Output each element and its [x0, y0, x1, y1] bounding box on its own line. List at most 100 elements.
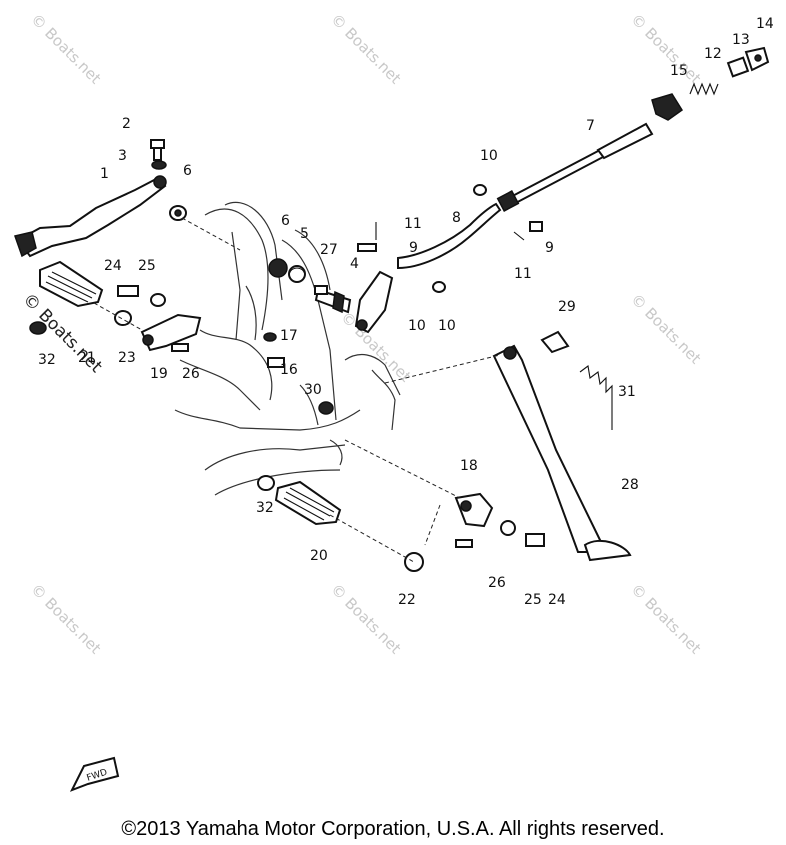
part-bolt-24b	[525, 533, 545, 547]
callout-22: 22	[398, 592, 416, 608]
callout-11: 11	[514, 266, 532, 282]
callout-26: 26	[182, 366, 200, 382]
copyright-notice: ©2013 Yamaha Motor Corporation, U.S.A. A…	[121, 818, 665, 840]
callout-3: 3	[118, 148, 127, 164]
callout-19: 19	[150, 366, 168, 382]
part-bracket-19	[140, 313, 202, 352]
part-bolt-17	[263, 332, 277, 342]
part-nut-10a	[473, 184, 487, 196]
assembly-lines	[93, 217, 501, 563]
callout-29: 29	[558, 299, 576, 315]
part-footrest-21	[39, 260, 104, 308]
watermark: © Boats.net	[627, 580, 705, 658]
svg-text:© Boats.net: © Boats.net	[627, 290, 705, 368]
callout-17: 17	[280, 328, 298, 344]
callout-7: 7	[586, 118, 595, 134]
callout-2: 2	[122, 116, 131, 132]
watermark: © Boats.net	[627, 10, 705, 88]
callout-9: 9	[545, 240, 554, 256]
callout-23: 23	[118, 350, 136, 366]
part-joint-15	[651, 93, 684, 121]
callout-15: 15	[670, 63, 688, 79]
callout-9: 9	[409, 240, 418, 256]
callout-32: 32	[256, 500, 274, 516]
part-rod-7	[496, 122, 654, 212]
watermark: © Boats.net	[27, 10, 105, 88]
part-spring-31	[579, 365, 613, 430]
callout-1: 1	[100, 166, 109, 182]
callout-32: 32	[38, 352, 56, 368]
callout-18: 18	[460, 458, 478, 474]
callout-27: 27	[320, 242, 338, 258]
watermark-layer: © Boats.net © Boats.net © Boats.net © Boats…	[18, 10, 704, 658]
part-bolt-27	[314, 285, 328, 295]
callout-5: 5	[300, 226, 309, 242]
part-link-rod-8	[397, 202, 502, 270]
part-spring-12	[689, 82, 719, 96]
svg-text:© Boats.net: © Boats.net	[27, 10, 105, 88]
frame-outline	[174, 201, 401, 496]
watermark: © Boats.net	[27, 580, 105, 658]
callout-21: 21	[78, 350, 96, 366]
watermark: © Boats.net	[327, 10, 405, 88]
callout-24: 24	[104, 258, 122, 274]
callout-10: 10	[480, 148, 498, 164]
callout-10: 10	[408, 318, 426, 334]
part-bolt-32a	[29, 321, 47, 335]
part-washer-25a	[150, 293, 166, 307]
callout-20: 20	[310, 548, 328, 564]
part-footrest-20	[274, 480, 342, 526]
part-sidestand-28	[492, 344, 632, 562]
part-collar-6b	[268, 258, 288, 278]
part-bolt-16	[267, 357, 285, 368]
part-pin-11b	[513, 231, 525, 241]
callout-28: 28	[621, 477, 639, 493]
part-collar-6a	[169, 205, 187, 221]
callout-16: 16	[280, 362, 298, 378]
callout-25: 25	[138, 258, 156, 274]
part-nut-30	[318, 401, 334, 415]
callout-24: 24	[548, 592, 566, 608]
callout-6: 6	[183, 163, 192, 179]
part-bracket-18	[454, 492, 494, 528]
callout-13: 13	[732, 32, 750, 48]
part-bolt-26b	[455, 539, 473, 548]
svg-text:© Boats.net: © Boats.net	[627, 10, 705, 88]
part-collar-22	[404, 552, 424, 572]
part-washer-3	[151, 160, 167, 170]
part-bolt-26a	[171, 343, 189, 352]
callout-4: 4	[350, 256, 359, 272]
svg-text:© Boats.net: © Boats.net	[327, 580, 405, 658]
svg-text:© Boats.net: © Boats.net	[27, 580, 105, 658]
part-shift-shaft-4	[314, 270, 394, 334]
callout-25: 25	[524, 592, 542, 608]
part-collar-23	[114, 310, 132, 326]
callout-12: 12	[704, 46, 722, 62]
svg-text:© Boats.net: © Boats.net	[327, 10, 405, 88]
callout-8: 8	[452, 210, 461, 226]
part-bolt-9b	[529, 221, 543, 232]
part-bolt-9a	[357, 243, 377, 252]
svg-text:© Boats.net: © Boats.net	[627, 580, 705, 658]
part-bolt-24a	[117, 285, 139, 297]
part-bolt-29	[540, 330, 570, 354]
fwd-direction-arrow: FWD	[69, 756, 120, 792]
callout-10: 10	[438, 318, 456, 334]
part-spring-5	[288, 265, 306, 283]
callout-30: 30	[304, 382, 322, 398]
part-nut-10b	[432, 281, 446, 293]
callout-11: 11	[404, 216, 422, 232]
watermark: © Boats.net	[327, 580, 405, 658]
callout-26: 26	[488, 575, 506, 591]
part-shift-pedal	[14, 175, 167, 258]
part-ball-joint-14	[744, 46, 770, 72]
callout-14: 14	[756, 16, 774, 32]
part-bolt-2	[150, 139, 165, 161]
part-washer-32b	[257, 475, 275, 491]
callout-31: 31	[618, 384, 636, 400]
callout-6: 6	[281, 213, 290, 229]
watermark: © Boats.net	[627, 290, 705, 368]
part-washer-25b	[500, 520, 516, 536]
